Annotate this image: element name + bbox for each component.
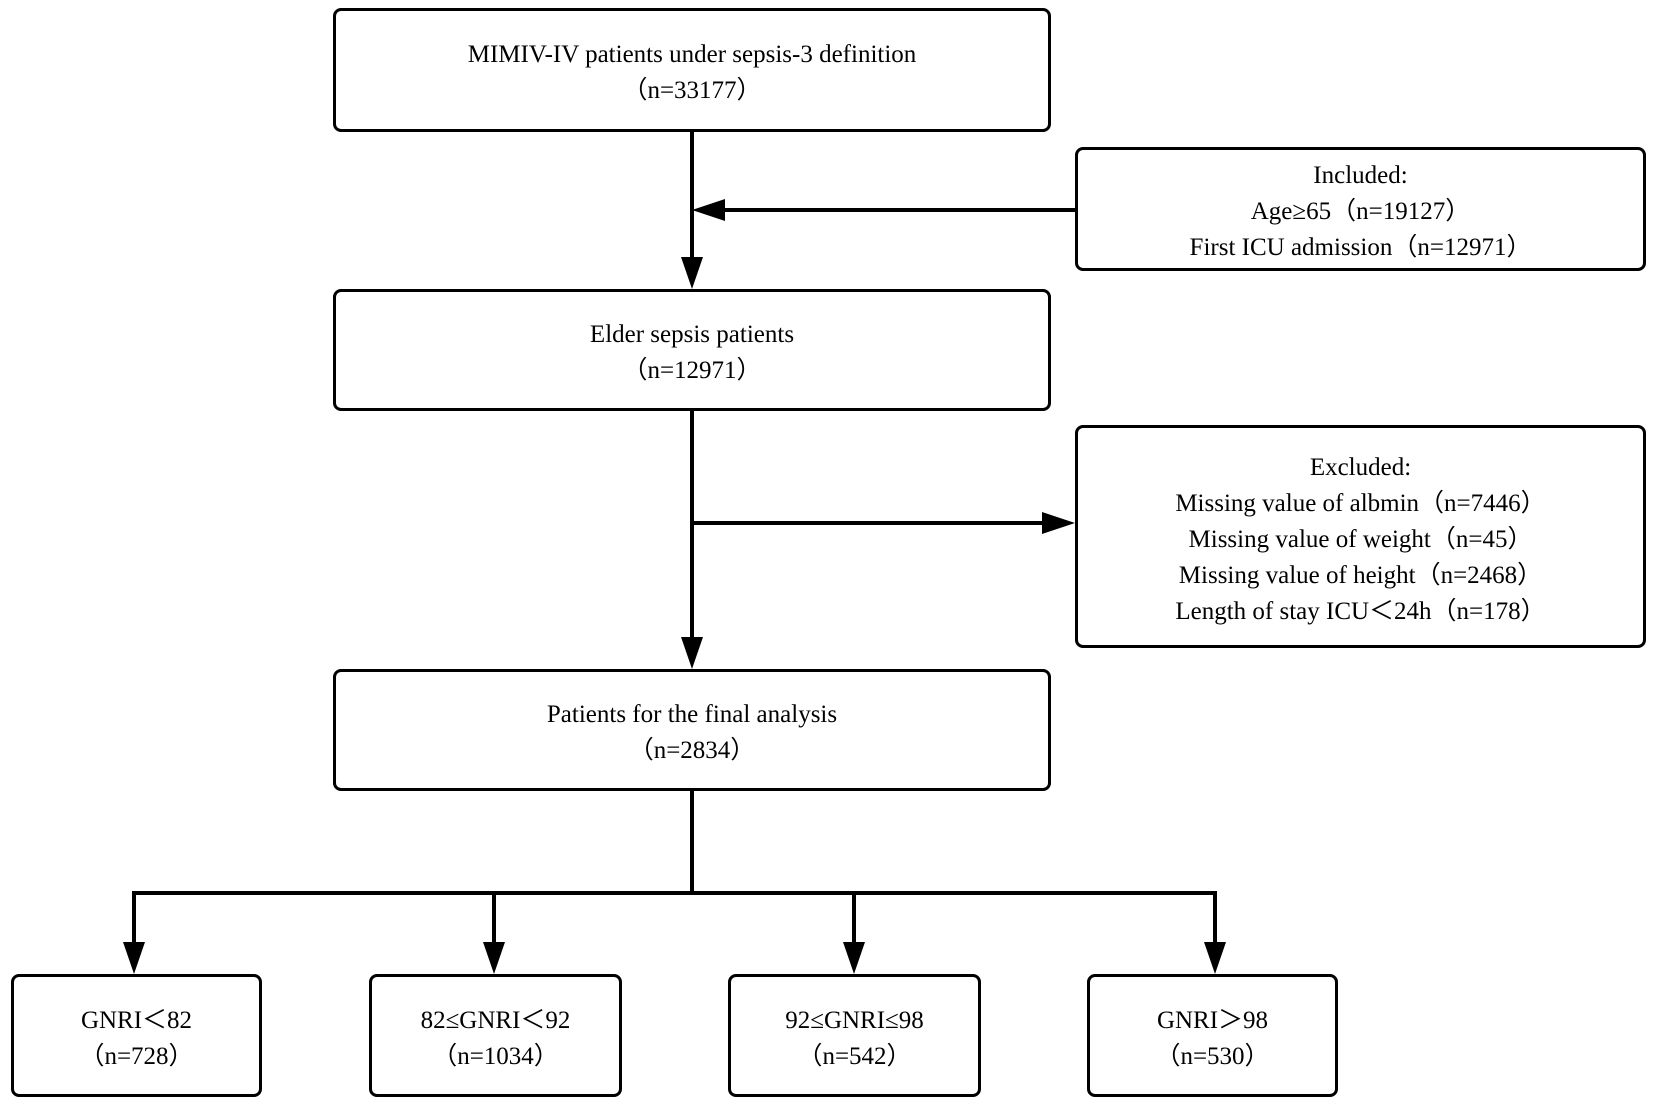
source-population-label: MIMIV-IV patients under sepsis-3 definit… bbox=[467, 41, 917, 68]
final-analysis-box: Patients for the final analysis （n=2834） bbox=[333, 669, 1051, 791]
arrowhead-right-excluded bbox=[1042, 512, 1075, 534]
exclusion-criteria-box: Excluded: Missing value of albmin（n=7446… bbox=[1075, 425, 1646, 648]
gnri-group-count: （n=1034） bbox=[432, 1042, 559, 1070]
source-population-count: （n=33177） bbox=[622, 77, 762, 104]
arrowhead-down-group-3 bbox=[1204, 942, 1226, 974]
gnri-group-label: GNRI＜82 bbox=[80, 1006, 193, 1034]
exclusion-item-weight: Missing value of weight（n=45） bbox=[1188, 525, 1533, 553]
arrowhead-down-group-0 bbox=[123, 942, 145, 974]
inclusion-title: Included: bbox=[1313, 162, 1408, 189]
elder-sepsis-count: （n=12971） bbox=[622, 357, 762, 384]
inclusion-item-first-icu: First ICU admission（n=12971） bbox=[1189, 234, 1532, 261]
final-analysis-label: Patients for the final analysis bbox=[546, 701, 838, 728]
inclusion-criteria-box: Included: Age≥65（n=19127） First ICU admi… bbox=[1075, 147, 1646, 271]
gnri-group-box-1: GNRI＜82 （n=728） bbox=[11, 974, 262, 1097]
exclusion-item-albumin: Missing value of albmin（n=7446） bbox=[1175, 489, 1546, 517]
gnri-group-label: GNRI＞98 bbox=[1156, 1006, 1269, 1034]
exclusion-title: Excluded: bbox=[1309, 453, 1412, 481]
arrowhead-down-group-1 bbox=[483, 942, 505, 974]
gnri-group-label: 82≤GNRI＜92 bbox=[420, 1006, 571, 1034]
elder-sepsis-label: Elder sepsis patients bbox=[589, 321, 795, 348]
exclusion-item-icu-stay: Length of stay ICU＜24h（n=178） bbox=[1175, 597, 1546, 625]
final-analysis-count: （n=2834） bbox=[628, 737, 756, 764]
gnri-group-box-2: 82≤GNRI＜92 （n=1034） bbox=[369, 974, 622, 1097]
gnri-group-box-4: GNRI＞98 （n=530） bbox=[1087, 974, 1338, 1097]
gnri-group-count: （n=530） bbox=[1155, 1042, 1270, 1070]
arrowhead-down-final bbox=[681, 637, 703, 669]
inclusion-item-age: Age≥65（n=19127） bbox=[1250, 198, 1471, 225]
gnri-group-box-3: 92≤GNRI≤98 （n=542） bbox=[728, 974, 981, 1097]
gnri-group-label: 92≤GNRI≤98 bbox=[785, 1006, 924, 1034]
arrowhead-left-included bbox=[692, 199, 725, 221]
arrowhead-down-group-2 bbox=[843, 942, 865, 974]
gnri-group-count: （n=542） bbox=[797, 1042, 912, 1070]
arrowhead-down-elder bbox=[681, 257, 703, 289]
source-population-box: MIMIV-IV patients under sepsis-3 definit… bbox=[333, 8, 1051, 132]
elder-sepsis-box: Elder sepsis patients （n=12971） bbox=[333, 289, 1051, 411]
exclusion-item-height: Missing value of height（n=2468） bbox=[1178, 561, 1543, 589]
gnri-group-count: （n=728） bbox=[79, 1042, 194, 1070]
